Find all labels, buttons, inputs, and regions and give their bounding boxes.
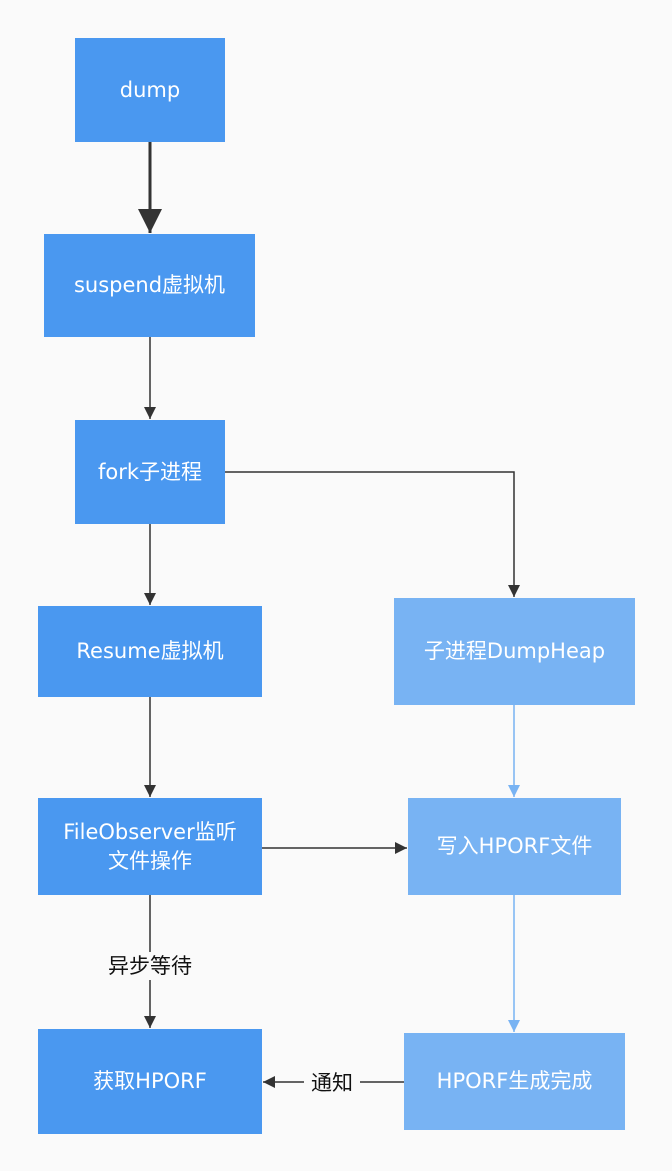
node-fileobserver-label-line1: FileObserver监听 <box>63 819 237 844</box>
node-child-dumpheap: 子进程DumpHeap <box>394 598 635 705</box>
node-hporf-generated: HPORF生成完成 <box>404 1033 625 1130</box>
node-child-dumpheap-label: 子进程DumpHeap <box>423 639 606 663</box>
edge-label-notify: 通知 <box>304 1069 360 1097</box>
node-write-hporf-file: 写入HPORF文件 <box>408 798 621 895</box>
node-fork-child-process: fork子进程 <box>75 420 225 524</box>
node-dump-label: dump <box>119 77 181 102</box>
node-get-hporf-label: 获取HPORF <box>93 1069 207 1093</box>
node-suspend-vm: suspend虚拟机 <box>44 234 255 337</box>
node-dump: dump <box>75 38 225 142</box>
node-resume-vm-label: Resume虚拟机 <box>76 639 224 663</box>
node-suspend-vm-label: suspend虚拟机 <box>73 273 226 297</box>
node-fork-child-process-label: fork子进程 <box>97 459 203 484</box>
node-hporf-generated-label: HPORF生成完成 <box>436 1069 593 1093</box>
arrow-fork-to-child-dumpheap <box>225 471 520 597</box>
node-get-hporf: 获取HPORF <box>38 1029 262 1134</box>
node-write-hporf-file-label: 写入HPORF文件 <box>436 834 593 858</box>
node-fileobserver: FileObserver监听 文件操作 <box>38 798 262 895</box>
node-fileobserver-label-line2: 文件操作 <box>108 848 192 873</box>
node-resume-vm: Resume虚拟机 <box>38 606 262 697</box>
edge-label-async-wait: 异步等待 <box>98 952 202 980</box>
